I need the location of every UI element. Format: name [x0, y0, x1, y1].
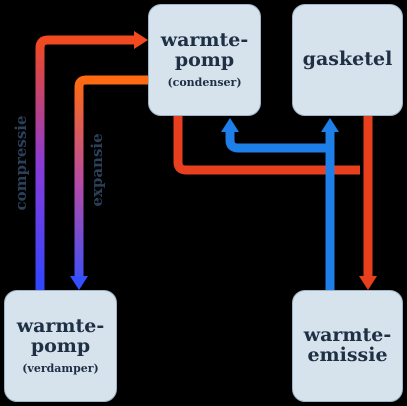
condenser-subtitle: (condenser)	[167, 75, 242, 89]
gasketel-supply-arrowhead	[359, 276, 377, 290]
verdamper-subtitle: (verdamper)	[22, 361, 99, 375]
expansie-label: expansie	[88, 133, 106, 206]
condenser-title-line1: warmte-	[160, 29, 249, 52]
condenser-title-line2: pomp	[174, 49, 235, 71]
condenser-return-arrowhead	[221, 118, 239, 132]
compressie-label: compressie	[12, 115, 30, 210]
condenser-return-pipe	[225, 132, 330, 153]
verdamper-box: warmte- pomp (verdamper)	[4, 290, 117, 402]
gasketel-box: gasketel	[292, 4, 403, 116]
verdamper-title-line2: pomp	[30, 335, 91, 357]
compressie-arrowhead	[134, 31, 148, 49]
compressie-arrow	[35, 35, 134, 290]
condenser-supply-pipe	[173, 116, 360, 175]
gasketel-return-arrowhead	[321, 118, 339, 132]
emissie-box: warmte- emissie	[292, 290, 403, 402]
emissie-title-line2: emissie	[307, 344, 388, 366]
verdamper-title-line1: warmte-	[16, 315, 105, 338]
emissie-title-line1: warmte-	[303, 324, 392, 347]
gasketel-title: gasketel	[302, 48, 393, 71]
condenser-box: warmte- pomp (condenser)	[148, 4, 261, 116]
expansie-arrowhead	[70, 276, 88, 290]
expansie-arrow	[74, 75, 148, 276]
